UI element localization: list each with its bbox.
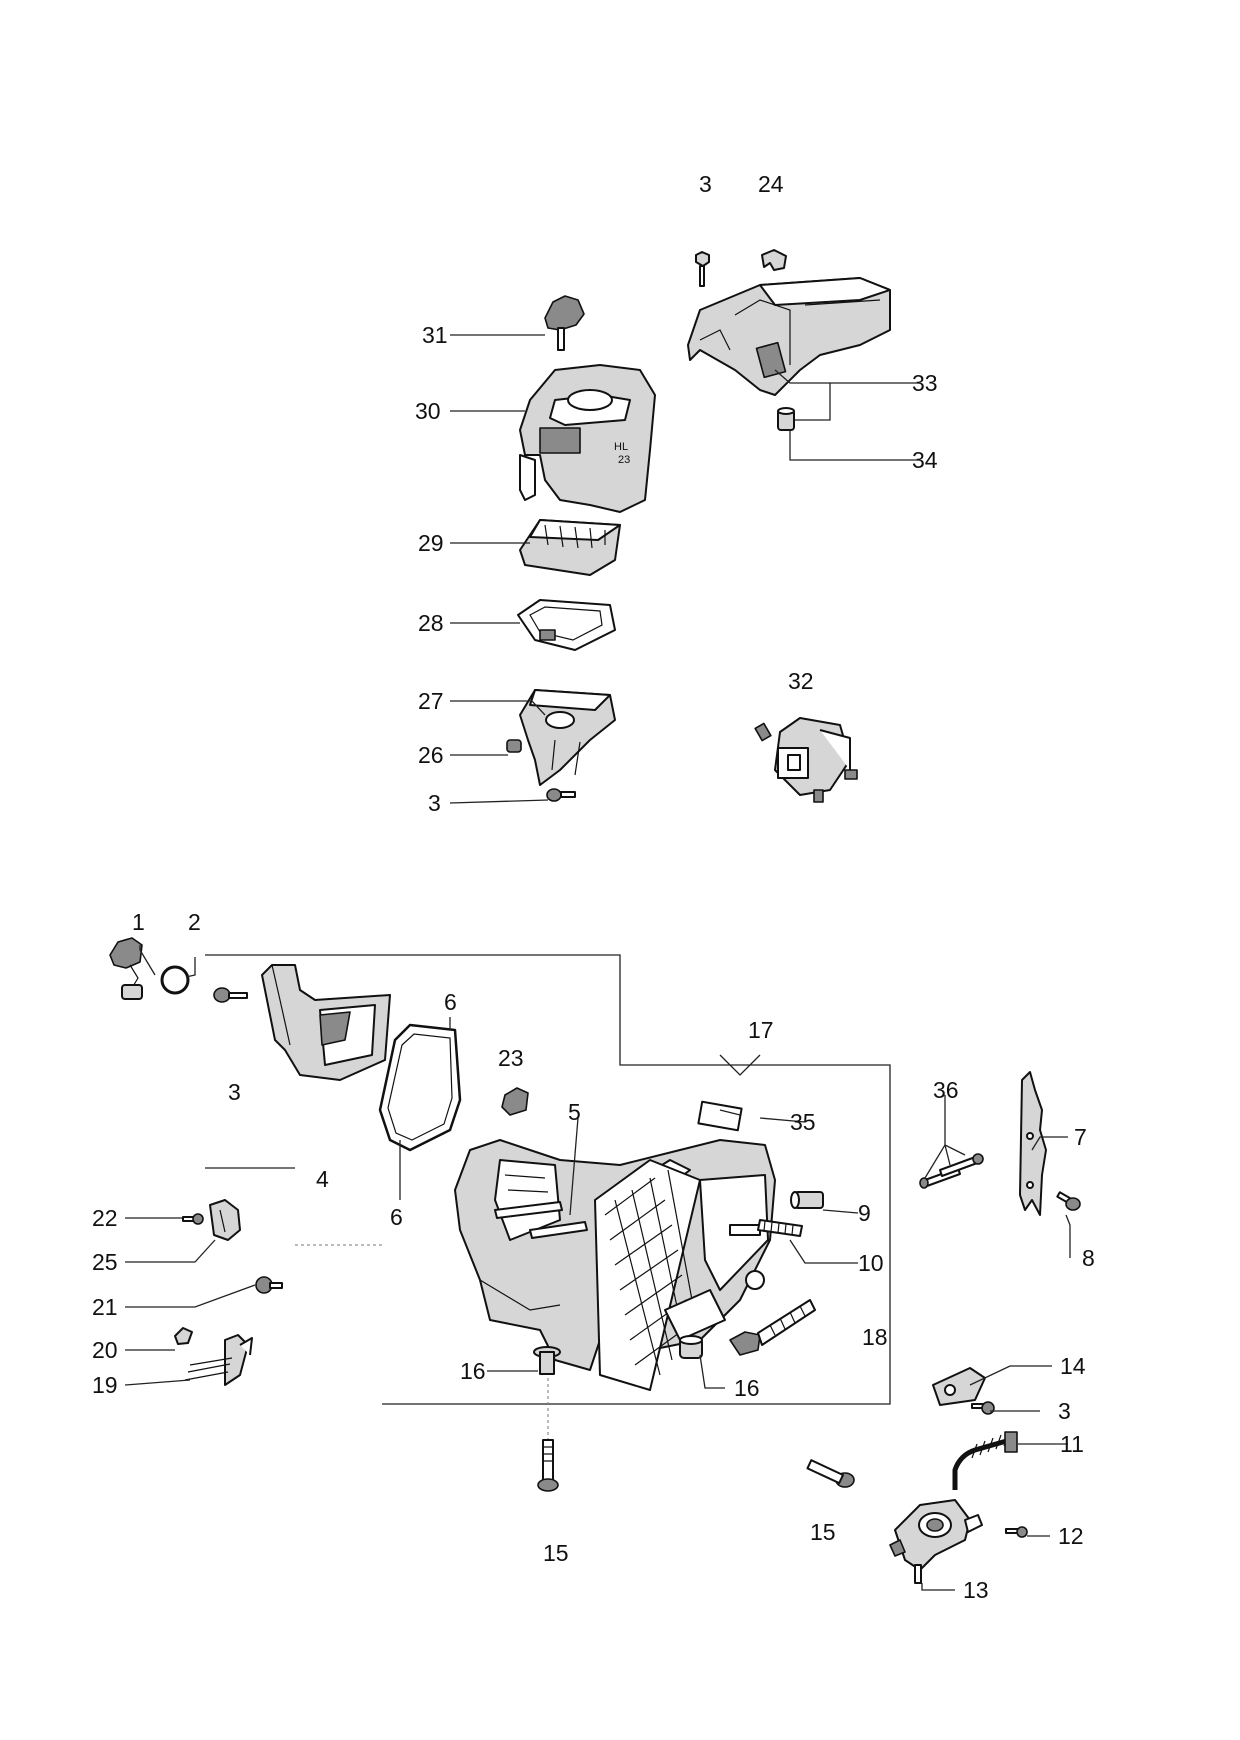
part-14-cover <box>932 1367 986 1406</box>
part-11-oil-pipe <box>952 1431 1018 1490</box>
callout-12: 12 <box>1058 1523 1084 1549</box>
callout-21: 21 <box>92 1294 118 1320</box>
part-28-gasket <box>517 599 616 651</box>
callout-13: 13 <box>963 1577 989 1603</box>
callout-32: 32 <box>788 668 814 694</box>
part-8-screw <box>1056 1191 1081 1211</box>
part-19-spring <box>184 1334 253 1386</box>
callout-23: 23 <box>498 1045 524 1071</box>
part-35-label <box>697 1100 743 1132</box>
crankcase <box>454 1139 776 1391</box>
part-5-studs <box>494 1201 588 1239</box>
callout-34: 34 <box>912 447 938 473</box>
part-9-bushing <box>790 1191 824 1209</box>
callout-25: 25 <box>92 1249 118 1275</box>
part-7-plate <box>1019 1071 1047 1216</box>
callout-36: 36 <box>933 1077 959 1103</box>
part-21-screw <box>255 1276 283 1294</box>
callout-10: 10 <box>858 1250 884 1276</box>
callout-9: 9 <box>858 1200 871 1226</box>
callout-3: 3 <box>228 1079 241 1105</box>
part-3-left-screw <box>213 987 248 1003</box>
callout-11: 11 <box>1060 1431 1084 1457</box>
callout-35: 35 <box>790 1109 816 1135</box>
part-15-center-bolt <box>537 1439 559 1492</box>
part-2-o-ring <box>160 965 190 995</box>
part-3-top-screw <box>695 251 710 287</box>
part-32-carburetor <box>754 717 858 803</box>
callout-22: 22 <box>92 1205 118 1231</box>
part-16-bushing-lower <box>679 1335 703 1359</box>
callout-4: 4 <box>316 1166 329 1192</box>
callout-1: 1 <box>132 909 145 935</box>
part-4-bracket <box>261 964 391 1081</box>
part-30-cylinder-cover: HL 23 <box>519 364 656 513</box>
callout-17: 17 <box>748 1017 774 1043</box>
part-31-knob <box>544 295 585 351</box>
callout-6: 6 <box>444 989 457 1015</box>
cover-marking-line2: 23 <box>618 454 630 466</box>
callout-31: 31 <box>422 322 448 348</box>
callout-27: 27 <box>418 688 444 714</box>
callout-29: 29 <box>418 530 444 556</box>
part-23-grommet <box>501 1087 529 1116</box>
callout-28: 28 <box>418 610 444 636</box>
callouts: 3 24 31 33 30 34 29 28 27 32 26 3 1 2 6 … <box>92 171 1095 1603</box>
part-20-plug <box>174 1327 193 1345</box>
callout-26: 26 <box>418 742 444 768</box>
callout-3: 3 <box>428 790 441 816</box>
part-16-stud <box>533 1346 561 1375</box>
part-18-tensioner <box>729 1299 816 1356</box>
callout-2: 2 <box>188 909 201 935</box>
part-34-spacer <box>777 407 795 431</box>
cover-marking: HL 23 <box>614 441 631 466</box>
callout-33: 33 <box>912 370 938 396</box>
part-15-right-bolt <box>806 1459 855 1488</box>
callout-15: 15 <box>543 1540 569 1566</box>
part-36-adjusters <box>919 1153 984 1189</box>
part-33-top-cover <box>687 277 891 396</box>
callout-20: 20 <box>92 1337 118 1363</box>
callout-3: 3 <box>1058 1398 1071 1424</box>
callout-30: 30 <box>415 398 441 424</box>
callout-15: 15 <box>810 1519 836 1545</box>
part-22-screw <box>182 1213 204 1225</box>
part-13-oil-pump <box>889 1499 983 1584</box>
callout-8: 8 <box>1082 1245 1095 1271</box>
part-26-grommet <box>506 739 522 753</box>
callout-5: 5 <box>568 1099 581 1125</box>
part-10-bar-stud <box>757 1219 803 1237</box>
callout-16: 16 <box>734 1375 760 1401</box>
part-29-air-filter <box>519 519 621 576</box>
part-1-switch <box>109 937 143 1000</box>
part-3-base-screw <box>546 788 576 802</box>
part-25-clip <box>209 1199 241 1241</box>
cover-marking-line1: HL <box>614 441 628 453</box>
part-3-right-screw <box>971 1401 995 1415</box>
callout-14: 14 <box>1060 1353 1086 1379</box>
callout-24: 24 <box>758 171 784 197</box>
callout-3: 3 <box>699 171 712 197</box>
callout-18: 18 <box>862 1324 888 1350</box>
part-6-gasket <box>378 1023 462 1152</box>
assembly-frame-line <box>205 954 891 1405</box>
part-12-screw <box>1005 1526 1028 1538</box>
callout-7: 7 <box>1074 1124 1087 1150</box>
callout-6: 6 <box>390 1204 403 1230</box>
leader-lines <box>124 334 1071 1591</box>
part-24-clip <box>761 249 787 271</box>
callout-19: 19 <box>92 1372 118 1398</box>
callout-16: 16 <box>460 1358 486 1384</box>
